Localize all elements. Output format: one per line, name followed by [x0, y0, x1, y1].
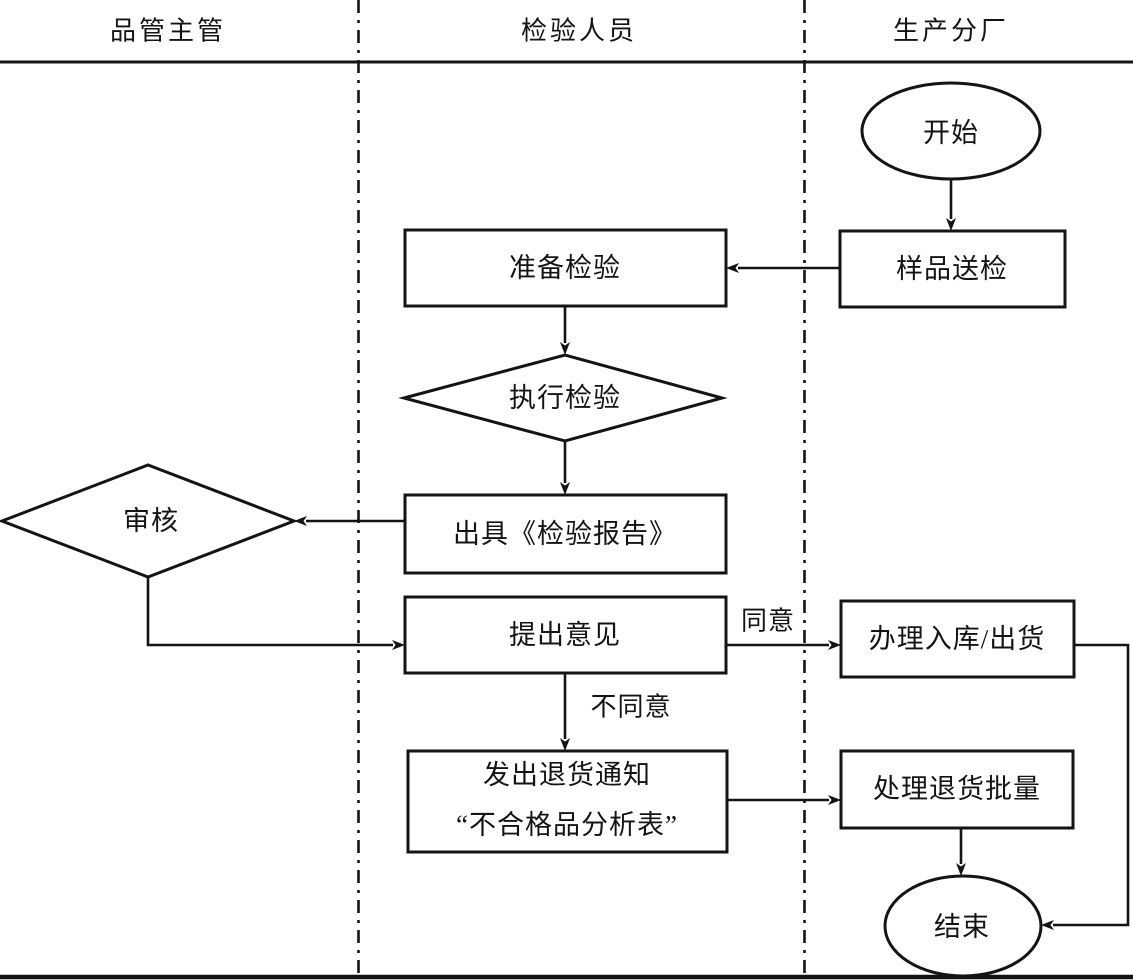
arrow-review-to-opinions [146, 577, 405, 650]
node-label-sample-submission: 样品送检 [896, 253, 1008, 284]
node-label-end: 结束 [934, 911, 990, 942]
node-label-return-notice-line2: “不合格品分析表” [456, 810, 678, 840]
prepare-inspection-box [403, 228, 728, 308]
node-label-handle-warehousing: 办理入库/出货 [868, 623, 1046, 654]
return-notice-box [406, 749, 729, 854]
edge-label-disagree: 不同意 [590, 692, 672, 722]
sample-submission-box [838, 229, 1067, 309]
review-diamond [0, 463, 299, 579]
node-label-issue-report: 出具《检验报告》 [453, 518, 677, 549]
node-label-review: 审核 [123, 505, 179, 536]
node-label-start: 开始 [923, 117, 979, 148]
edge-label-agree: 同意 [740, 606, 796, 636]
propose-opinions-box [403, 595, 728, 675]
node-label-prepare-inspection: 准备检验 [509, 252, 621, 283]
node-label-return-notice: 发出退货通知 “不合格品分析表” [456, 751, 678, 851]
lane-title-inspection-staff: 检验人员 [520, 16, 638, 46]
start-ellipse [860, 81, 1042, 181]
issue-report-box [403, 493, 728, 575]
lane-title-quality-supervisor: 品管主管 [109, 16, 227, 46]
end-ellipse [883, 874, 1043, 978]
node-label-handle-return: 处理退货批量 [873, 773, 1041, 804]
lane-title-production-branch: 生产分厂 [892, 16, 1010, 46]
node-label-return-notice-line1: 发出退货通知 [483, 760, 651, 791]
handle-return-box [839, 749, 1075, 830]
handle-warehousing-box [839, 599, 1076, 679]
arrow-warehousing-to-end [1041, 643, 1130, 930]
node-label-execute-inspection: 执行检验 [509, 382, 621, 413]
execute-inspection-diamond [398, 353, 728, 443]
node-label-propose-opinions: 提出意见 [509, 619, 621, 650]
